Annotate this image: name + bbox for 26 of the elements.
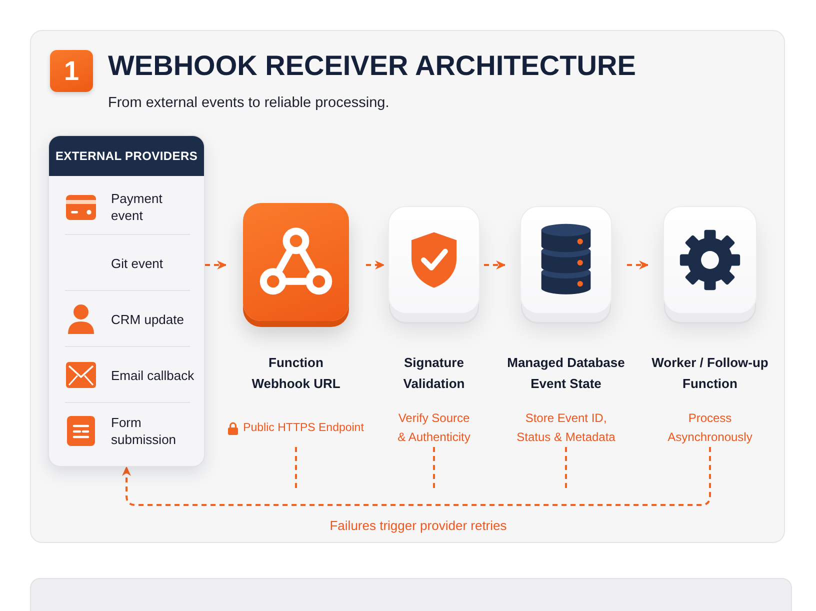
event-label: Git event: [111, 254, 164, 272]
arrow: [627, 260, 649, 270]
stage-title: Worker / Follow-up Function: [650, 354, 770, 393]
stage-description: Process Asynchronously: [666, 410, 754, 446]
title: WEBHOOK RECEIVER ARCHITECTURE: [108, 49, 636, 83]
stage-description: Store Event ID, Status & Metadata: [516, 410, 616, 446]
arrow: [484, 260, 506, 270]
arrow: [366, 260, 385, 270]
event-label: Form submission: [111, 414, 178, 448]
step-number: 1: [50, 50, 93, 92]
arrow: [205, 260, 227, 270]
connector-line: [565, 447, 567, 491]
stage-description: Public HTTPS Endpoint: [243, 420, 364, 436]
stage-title: Function Webhook URL: [250, 354, 342, 393]
arrow: [122, 447, 711, 506]
event-label: CRM update: [111, 310, 185, 328]
connector-line: [433, 447, 435, 491]
connector-line: [295, 447, 297, 491]
panel-header: EXTERNAL PROVIDERS: [49, 136, 204, 176]
subtitle: From external events to reliable processing.: [108, 94, 390, 112]
stage-description: Verify Source & Authenticity: [396, 410, 472, 446]
provider-panel: [48, 135, 205, 467]
stage-title: Signature Validation: [402, 354, 466, 393]
event-label: Payment event: [111, 190, 164, 224]
event-label: Email callback: [111, 366, 196, 384]
stage-title: Managed Database Event State: [506, 354, 626, 393]
